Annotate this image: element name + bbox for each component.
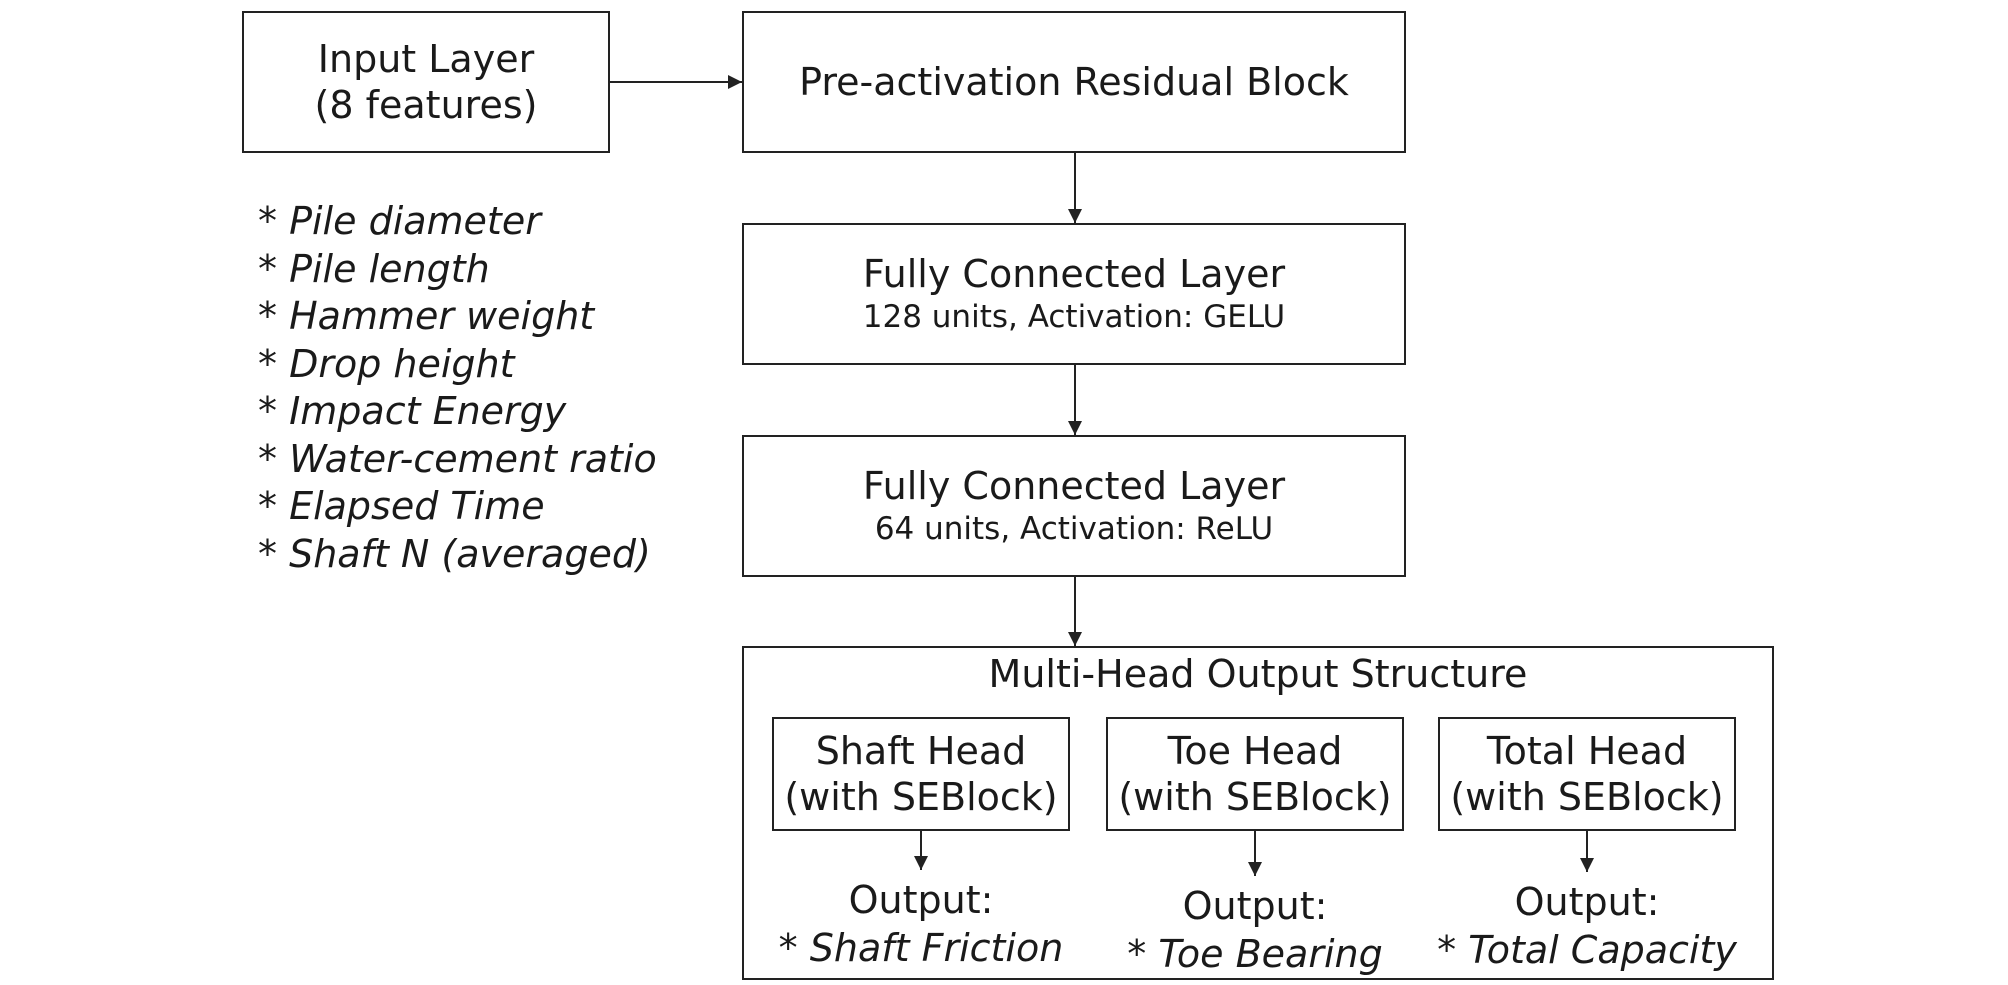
fc-layer-2-detail: 64 units, Activation: ReLU bbox=[874, 511, 1274, 547]
total-head-note: (with SEBlock) bbox=[1450, 775, 1724, 819]
shaft-output: Output: * Shaft Friction bbox=[751, 876, 1091, 972]
feature-item: * Shaft N (averaged) bbox=[258, 531, 651, 576]
multi-head-title: Multi-Head Output Structure bbox=[988, 652, 1528, 696]
feature-item: * Hammer weight bbox=[258, 294, 595, 338]
shaft-output-value: * Shaft Friction bbox=[778, 926, 1064, 970]
toe-output-value: * Toe Bearing bbox=[1127, 932, 1383, 976]
toe-head-box: Toe Head (with SEBlock) bbox=[1106, 717, 1404, 831]
shaft-output-label: Output: bbox=[848, 878, 994, 922]
feature-item: * Impact Energy bbox=[258, 389, 567, 433]
shaft-head-box: Shaft Head (with SEBlock) bbox=[772, 717, 1070, 831]
feature-item: * Water-cement ratio bbox=[258, 436, 657, 481]
fc-layer-1-title: Fully Connected Layer bbox=[862, 252, 1286, 296]
residual-block-title: Pre-activation Residual Block bbox=[799, 60, 1349, 104]
feature-list: * Pile diameter * Pile length * Hammer w… bbox=[258, 198, 657, 578]
toe-head-note: (with SEBlock) bbox=[1118, 775, 1392, 819]
feature-item: * Pile length bbox=[258, 246, 490, 291]
input-layer-subtitle: (8 features) bbox=[314, 83, 538, 127]
feature-item: * Elapsed Time bbox=[258, 484, 545, 528]
total-output-label: Output: bbox=[1514, 880, 1660, 924]
feature-item: * Pile diameter bbox=[258, 199, 541, 243]
toe-output-label: Output: bbox=[1182, 884, 1328, 928]
input-layer-box: Input Layer (8 features) bbox=[242, 11, 610, 153]
shaft-head-note: (with SEBlock) bbox=[784, 775, 1058, 819]
toe-output: Output: * Toe Bearing bbox=[1085, 882, 1425, 978]
fc-layer-1-box: Fully Connected Layer 128 units, Activat… bbox=[742, 223, 1406, 365]
shaft-head-name: Shaft Head bbox=[815, 729, 1027, 773]
total-output-value: * Total Capacity bbox=[1437, 928, 1737, 972]
toe-head-name: Toe Head bbox=[1167, 729, 1343, 773]
input-layer-title: Input Layer bbox=[317, 37, 535, 81]
feature-item: * Drop height bbox=[258, 341, 515, 386]
residual-block-box: Pre-activation Residual Block bbox=[742, 11, 1406, 153]
multi-head-container: Multi-Head Output Structure bbox=[742, 646, 1774, 980]
total-head-name: Total Head bbox=[1486, 729, 1688, 773]
total-output: Output: * Total Capacity bbox=[1417, 878, 1757, 974]
fc-layer-1-detail: 128 units, Activation: GELU bbox=[862, 299, 1286, 335]
fc-layer-2-title: Fully Connected Layer bbox=[862, 464, 1286, 508]
fc-layer-2-box: Fully Connected Layer 64 units, Activati… bbox=[742, 435, 1406, 577]
total-head-box: Total Head (with SEBlock) bbox=[1438, 717, 1736, 831]
